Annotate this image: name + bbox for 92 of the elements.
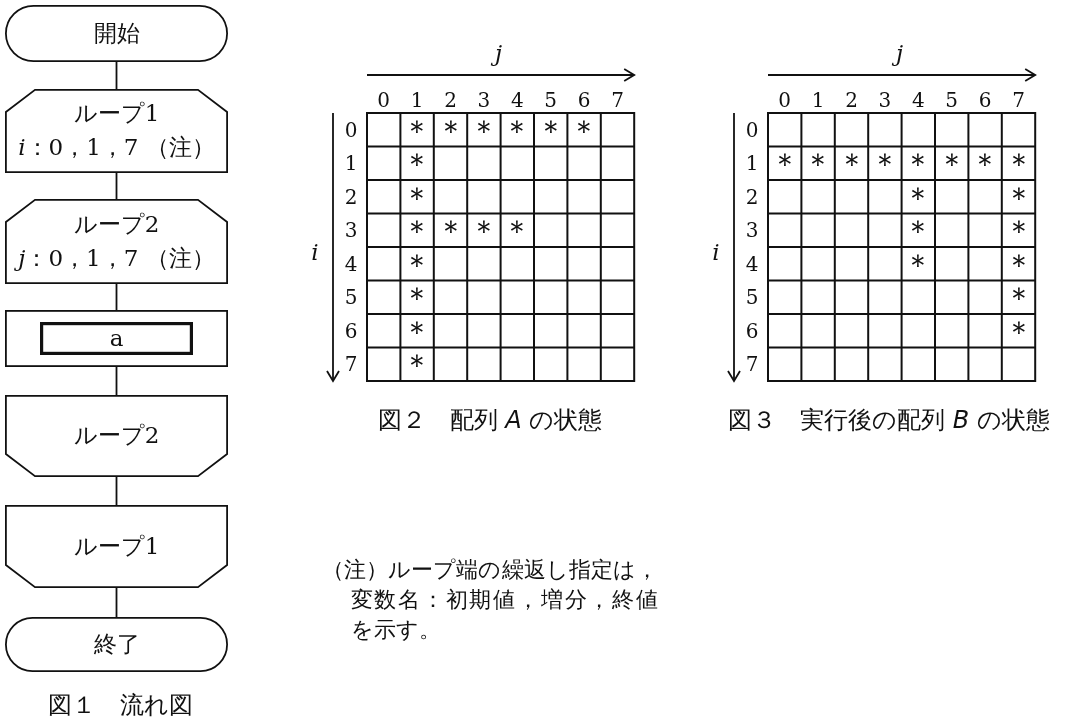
asterisk-entry: ＊	[468, 213, 499, 247]
loop-end-box	[5, 505, 228, 588]
terminal-label: 終了	[93, 630, 140, 659]
column-index: 3	[878, 89, 892, 111]
asterisk-entry: ＊	[435, 113, 466, 147]
row-index: 1	[344, 152, 358, 175]
column-index: 2	[845, 89, 858, 111]
asterisk-entry: ＊	[903, 247, 934, 281]
answer-box	[40, 322, 193, 355]
answer-label: a	[109, 324, 124, 353]
row-index: 3	[344, 219, 358, 242]
loop-name: ループ1	[73, 100, 160, 128]
asterisk-entry: ＊	[903, 180, 934, 214]
column-index: 5	[945, 89, 959, 111]
column-index: 0	[778, 89, 792, 111]
asterisk-entry: ＊	[836, 146, 867, 180]
row-index: 5	[745, 286, 759, 309]
connector-line	[115, 172, 118, 200]
asterisk-entry: ＊	[869, 146, 900, 180]
column-index: 7	[1012, 89, 1025, 111]
figure-caption: 図３ 実行後の配列 B の状態	[728, 406, 1050, 434]
asterisk-entry: ＊	[535, 113, 566, 147]
row-index: 4	[745, 252, 759, 275]
figure-caption: 図１ 流れ図	[47, 691, 193, 719]
loop-name: ループ1	[73, 532, 160, 561]
loop-start-box	[5, 199, 228, 284]
asterisk-entry: ＊	[468, 113, 499, 147]
asterisk-entry: ＊	[1003, 314, 1034, 348]
connector-line	[115, 587, 118, 618]
figure-caption: 図２ 配列 A の状態	[377, 406, 603, 434]
loop-name: ループ2	[73, 210, 160, 239]
row-index: 7	[745, 353, 759, 376]
asterisk-entry: ＊	[402, 213, 433, 247]
asterisk-entry: ＊	[903, 213, 934, 247]
asterisk-entry: ＊	[402, 180, 433, 214]
loop-condition: i：0，1，7 （注）	[18, 134, 215, 162]
asterisk-entry: ＊	[435, 213, 466, 247]
asterisk-entry: ＊	[402, 314, 433, 348]
connector-line	[115, 366, 118, 396]
row-index: 0	[745, 118, 759, 141]
column-index: 1	[410, 89, 424, 111]
connector-line	[115, 283, 118, 311]
asterisk-entry: ＊	[1003, 146, 1034, 180]
column-index: 6	[978, 89, 992, 111]
column-index: 1	[811, 89, 825, 111]
column-index: 4	[911, 89, 925, 111]
note-text: （注）ループ端の繰返し指定は，変数名：初期値，増分，終値を示す。	[322, 556, 658, 644]
asterisk-entry: ＊	[402, 113, 433, 147]
asterisk-entry: ＊	[402, 247, 433, 281]
row-index: 7	[344, 353, 358, 376]
process-box	[5, 310, 228, 367]
axis-label: i	[311, 240, 319, 266]
column-index: 3	[477, 89, 491, 111]
asterisk-entry: ＊	[402, 280, 433, 314]
column-index: 7	[611, 89, 624, 111]
row-index: 0	[344, 118, 358, 141]
asterisk-entry: ＊	[402, 347, 433, 381]
asterisk-entry: ＊	[502, 213, 533, 247]
row-index: 2	[745, 185, 759, 208]
terminal-box	[5, 617, 228, 672]
asterisk-entry: ＊	[970, 146, 1001, 180]
row-index: 3	[745, 219, 759, 242]
terminal-label: 開始	[93, 19, 140, 48]
row-index: 5	[344, 286, 358, 309]
column-index: 6	[577, 89, 591, 111]
asterisk-entry: ＊	[769, 146, 800, 180]
terminal-box	[5, 5, 228, 62]
asterisk-entry: ＊	[569, 113, 600, 147]
asterisk-entry: ＊	[502, 113, 533, 147]
row-index: 4	[344, 252, 358, 275]
asterisk-entry: ＊	[402, 146, 433, 180]
column-index: 4	[510, 89, 524, 111]
asterisk-entry: ＊	[803, 146, 834, 180]
loop-name: ループ2	[73, 422, 160, 450]
asterisk-entry: ＊	[1003, 280, 1034, 314]
connector-line	[115, 476, 118, 506]
column-index: 0	[377, 89, 391, 111]
asterisk-entry: ＊	[1003, 180, 1034, 214]
connector-line	[115, 61, 118, 90]
row-index: 6	[745, 319, 759, 342]
column-index: 5	[544, 89, 558, 111]
loop-start-box	[5, 89, 228, 173]
row-index: 1	[745, 152, 759, 175]
row-index: 2	[344, 185, 358, 208]
loop-end-box	[5, 395, 228, 477]
axis-label: i	[712, 240, 720, 266]
row-index: 6	[344, 319, 358, 342]
column-index: 2	[444, 89, 457, 111]
asterisk-entry: ＊	[1003, 247, 1034, 281]
asterisk-entry: ＊	[903, 146, 934, 180]
asterisk-entry: ＊	[936, 146, 967, 180]
asterisk-entry: ＊	[1003, 213, 1034, 247]
